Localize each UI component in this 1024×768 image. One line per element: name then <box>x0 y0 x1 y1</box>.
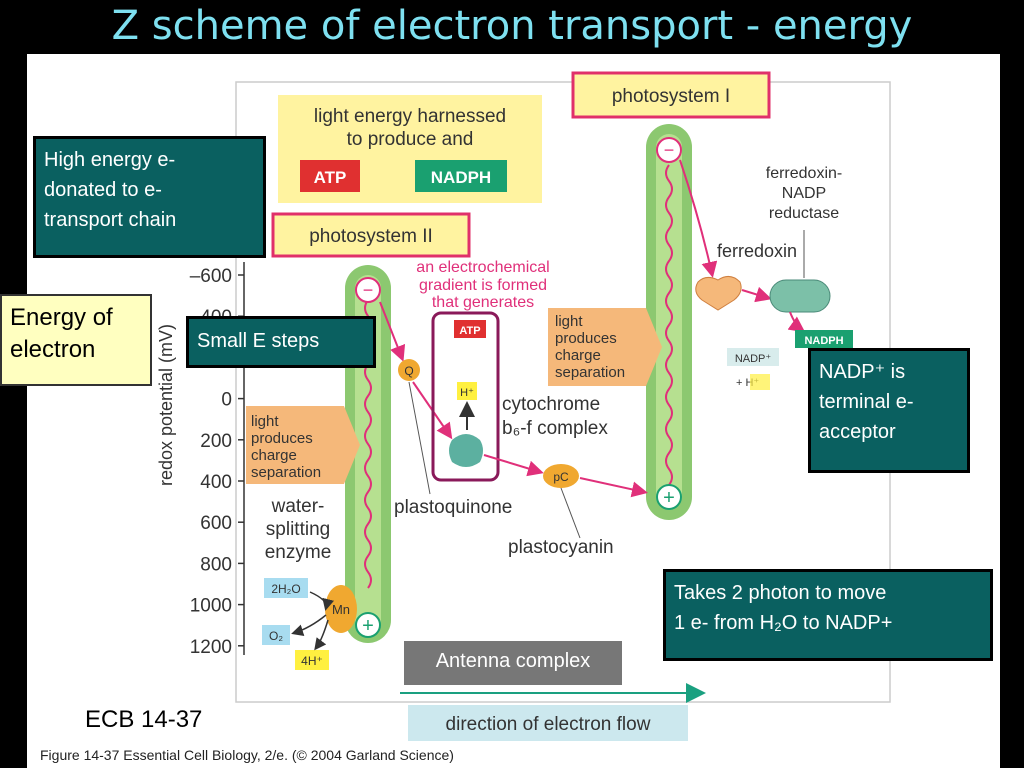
cytochrome-complex <box>449 434 483 467</box>
photosystem-ii-label-box <box>271 212 471 258</box>
high-energy-annotation: High energy e- donated to e- transport c… <box>33 136 266 258</box>
psii-minus-icon <box>355 277 381 303</box>
charge-separation-right-line: charge <box>555 347 601 364</box>
figure-caption: Figure 14-37 Essential Cell Biology, 2/e… <box>40 747 454 763</box>
psi-electron-path <box>665 164 673 486</box>
svg-text:pC: pC <box>553 470 569 484</box>
charge-separation-left-line: produces <box>251 430 313 447</box>
h-small-box <box>457 382 477 400</box>
y-axis-tick-label: –600 <box>190 266 232 287</box>
y-axis-tick-label: 800 <box>200 554 232 575</box>
water-splitting-line: splitting <box>266 519 330 540</box>
mn-cluster <box>325 585 357 633</box>
fnr-line: reductase <box>769 205 839 222</box>
fnr-shape <box>769 279 831 313</box>
svg-text:O₂: O₂ <box>269 629 283 643</box>
svg-text:Q: Q <box>404 364 413 378</box>
cytochrome-highlight-box <box>431 311 500 482</box>
svg-text:H⁺: H⁺ <box>460 387 474 399</box>
water-splitting-line: water- <box>271 496 325 517</box>
charge-separation-right-line: light <box>555 313 583 330</box>
antenna-complex-annotation: Antenna complex <box>404 641 622 685</box>
charge-separation-left-line: charge <box>251 447 297 464</box>
nadp-terminal-annotation: NADP⁺ is terminal e- acceptor <box>808 348 970 473</box>
y-axis-tick-label: 1200 <box>190 637 232 658</box>
nadph-small-box <box>795 330 853 348</box>
charge-separation-left-line: separation <box>251 464 321 481</box>
fnr-label: ferredoxin- NADP reductase <box>766 165 842 222</box>
plastoquinone-label: plastoquinone <box>394 497 512 518</box>
y-axis-tick-label: 1000 <box>190 596 232 617</box>
direction-label: direction of electron flow <box>446 714 651 735</box>
ferredoxin-label: ferredoxin <box>717 241 797 261</box>
energy-of-electron-annotation: Energy of electron <box>0 294 152 386</box>
svg-text:+: + <box>362 615 374 637</box>
svg-text:+: + <box>663 487 675 509</box>
water-splitting-line: enzyme <box>265 542 332 563</box>
nadp-small-box <box>727 348 779 366</box>
h2o-box <box>264 578 308 598</box>
svg-text:NADPH: NADPH <box>804 335 843 347</box>
gradient-line2: gradient is formed <box>419 277 547 294</box>
legend-atp-box <box>300 160 360 192</box>
atp-small-box <box>454 320 486 338</box>
charge-separation-right-arrow <box>548 308 662 386</box>
psii-plus-icon <box>355 612 381 638</box>
psi-minus-icon <box>656 137 682 163</box>
o2-box <box>262 625 290 645</box>
y-axis-tick-label: 400 <box>200 472 232 493</box>
photosystem-i-label-box <box>571 71 771 119</box>
charge-separation-left-line: light <box>251 413 279 430</box>
svg-text:Mn: Mn <box>332 602 350 617</box>
cytochrome-line2: b₆-f complex <box>502 418 608 439</box>
h4-box <box>295 650 329 670</box>
direction-label-box <box>408 705 688 741</box>
q-carrier <box>398 359 420 381</box>
y-axis-tick-label: 600 <box>200 513 232 534</box>
svg-text:4H⁺: 4H⁺ <box>301 654 323 668</box>
charge-separation-right-line: separation <box>555 364 625 381</box>
y-axis-tick-label: 0 <box>221 390 232 411</box>
ecb-reference: ECB 14-37 <box>85 706 203 733</box>
legend-line2: to produce and <box>347 129 474 150</box>
gradient-line1: an electrochemical <box>416 259 549 276</box>
legend-nadph: NADPH <box>431 168 491 187</box>
charge-separation-right-line: produces <box>555 330 617 347</box>
svg-text:−: − <box>363 280 374 300</box>
pc-carrier <box>543 464 579 488</box>
fnr-line: ferredoxin- <box>766 165 842 182</box>
svg-text:−: − <box>664 140 675 160</box>
cytochrome-line1: cytochrome <box>502 394 600 415</box>
photon-annotation: Takes 2 photon to move 1 e- from H₂O to … <box>663 569 993 661</box>
charge-separation-left-arrow <box>246 406 360 484</box>
svg-text:2H₂O: 2H₂O <box>271 582 300 596</box>
ferredoxin-shape <box>695 276 742 311</box>
svg-text:NADP⁺: NADP⁺ <box>735 353 772 365</box>
legend-atp: ATP <box>314 168 347 187</box>
small-steps-annotation: Small E steps <box>186 316 376 368</box>
legend-nadph-box <box>415 160 507 192</box>
y-axis-tick-label: 200 <box>200 431 232 452</box>
photosystem-i-label: photosystem I <box>612 86 730 107</box>
slide-title: Z scheme of electron transport - energy <box>111 3 913 49</box>
svg-text:ATP: ATP <box>459 325 480 337</box>
plastocyanin-label: plastocyanin <box>508 537 614 558</box>
gradient-line3: that generates <box>432 294 534 311</box>
legend-line1: light energy harnessed <box>314 106 506 127</box>
fnr-line: NADP <box>782 185 826 202</box>
psi-plus-icon <box>656 484 682 510</box>
photosystem-ii-label: photosystem II <box>309 226 433 247</box>
y-axis-label: redox potential (mV) <box>156 324 176 486</box>
